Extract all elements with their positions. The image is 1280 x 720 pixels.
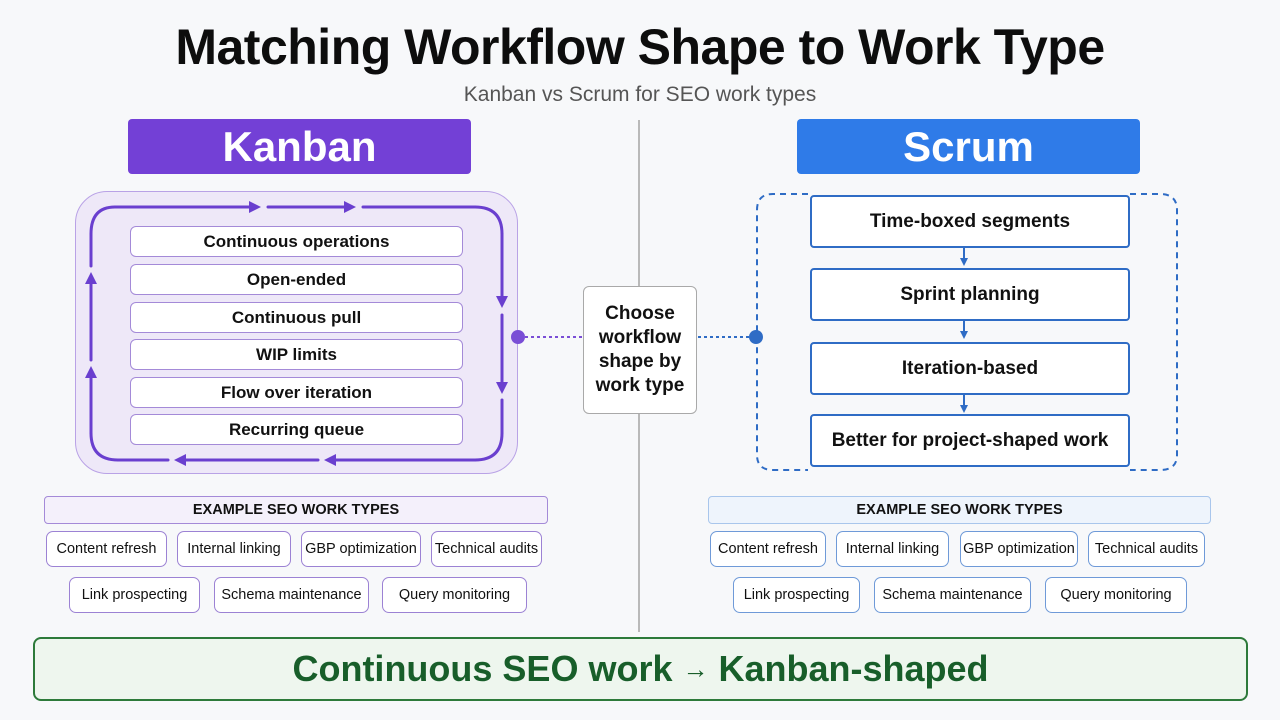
scrum-item-time-boxed: Time-boxed segments — [810, 195, 1130, 248]
kanban-chip-query-monitoring: Query monitoring — [382, 577, 527, 613]
kanban-examples-header: EXAMPLE SEO WORK TYPES — [44, 496, 548, 524]
scrum-header: Scrum — [797, 119, 1140, 174]
kanban-item-open-ended: Open-ended — [130, 264, 463, 295]
scrum-item-project-shaped: Better for project-shaped work — [810, 414, 1130, 467]
kanban-chip-gbp-optimization: GBP optimization — [301, 531, 421, 567]
kanban-item-recurring-queue: Recurring queue — [130, 414, 463, 445]
scrum-examples-header: EXAMPLE SEO WORK TYPES — [708, 496, 1211, 524]
page-subtitle: Kanban vs Scrum for SEO work types — [463, 83, 817, 106]
scrum-chip-content-refresh: Content refresh — [710, 531, 826, 567]
kanban-header: Kanban — [128, 119, 471, 174]
page-title: Matching Workflow Shape to Work Type — [175, 19, 1105, 75]
scrum-chip-internal-linking: Internal linking — [836, 531, 949, 567]
conclusion-banner: Continuous SEO work → Kanban-shaped — [33, 637, 1248, 701]
kanban-item-wip-limits: WIP limits — [130, 339, 463, 370]
kanban-item-continuous-operations: Continuous operations — [130, 226, 463, 257]
arrow-right-icon: → — [682, 653, 709, 684]
kanban-chip-schema-maintenance: Schema maintenance — [214, 577, 369, 613]
scrum-chip-query-monitoring: Query monitoring — [1045, 577, 1187, 613]
kanban-chip-internal-linking: Internal linking — [177, 531, 291, 567]
scrum-connector-dot — [749, 330, 763, 344]
kanban-chip-technical-audits: Technical audits — [431, 531, 542, 567]
scrum-chip-technical-audits: Technical audits — [1088, 531, 1205, 567]
kanban-chip-link-prospecting: Link prospecting — [69, 577, 200, 613]
conclusion-right: Kanban-shaped — [718, 648, 989, 689]
conclusion-left: Continuous SEO work — [292, 648, 673, 689]
center-decision-box: Choose workflow shape by work type — [583, 286, 697, 414]
kanban-item-flow-over-iteration: Flow over iteration — [130, 377, 463, 408]
scrum-chip-link-prospecting: Link prospecting — [733, 577, 860, 613]
scrum-chip-schema-maintenance: Schema maintenance — [874, 577, 1031, 613]
scrum-chip-gbp-optimization: GBP optimization — [960, 531, 1078, 567]
kanban-item-continuous-pull: Continuous pull — [130, 302, 463, 333]
kanban-chip-content-refresh: Content refresh — [46, 531, 167, 567]
scrum-item-iteration-based: Iteration-based — [810, 342, 1130, 395]
scrum-item-sprint-planning: Sprint planning — [810, 268, 1130, 321]
